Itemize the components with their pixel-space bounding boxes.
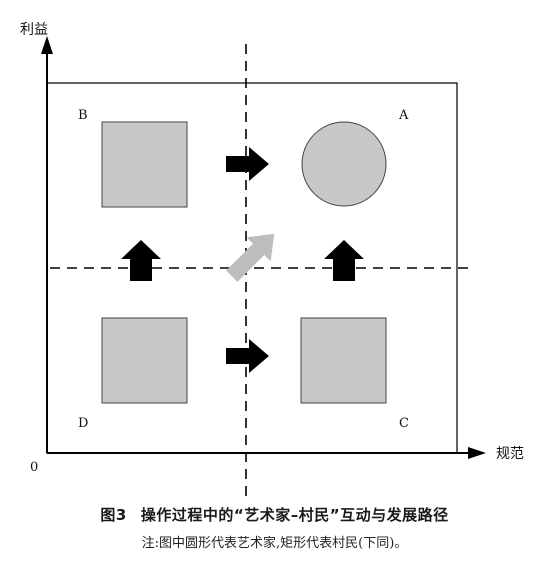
origin-label: 0 — [30, 460, 38, 475]
x-axis-label: 规范 — [496, 445, 524, 462]
right-arrow-b-to-a — [226, 147, 269, 181]
right-arrow-d-to-c — [226, 339, 269, 373]
figure-title: 图3 操作过程中的“艺术家–村民”互动与发展路径 — [0, 504, 549, 525]
figure-note: 注:图中圆形代表艺术家,矩形代表村民(下同)。 — [141, 536, 408, 551]
x-axis-arrowhead — [468, 447, 486, 459]
villager-square-c — [300, 317, 387, 404]
quadrant-label-d: D — [78, 416, 88, 431]
quadrant-label-b: B — [78, 108, 88, 123]
diagonal-arrow-d-to-a — [226, 233, 275, 282]
figure-title-text: 操作过程中的“艺术家–村民”互动与发展路径 — [140, 506, 449, 524]
up-arrow-d-to-b — [121, 240, 161, 281]
y-axis-label: 利益 — [20, 22, 48, 38]
up-arrow-c-to-a — [324, 240, 364, 281]
villager-square-d — [101, 317, 188, 404]
figure-number: 图3 — [100, 506, 127, 524]
quadrant-label-a: A — [398, 108, 409, 123]
quadrant-label-c: C — [399, 416, 409, 431]
villager-square-b — [101, 121, 188, 208]
y-axis-arrowhead — [41, 36, 53, 54]
artist-circle-a — [301, 121, 387, 207]
